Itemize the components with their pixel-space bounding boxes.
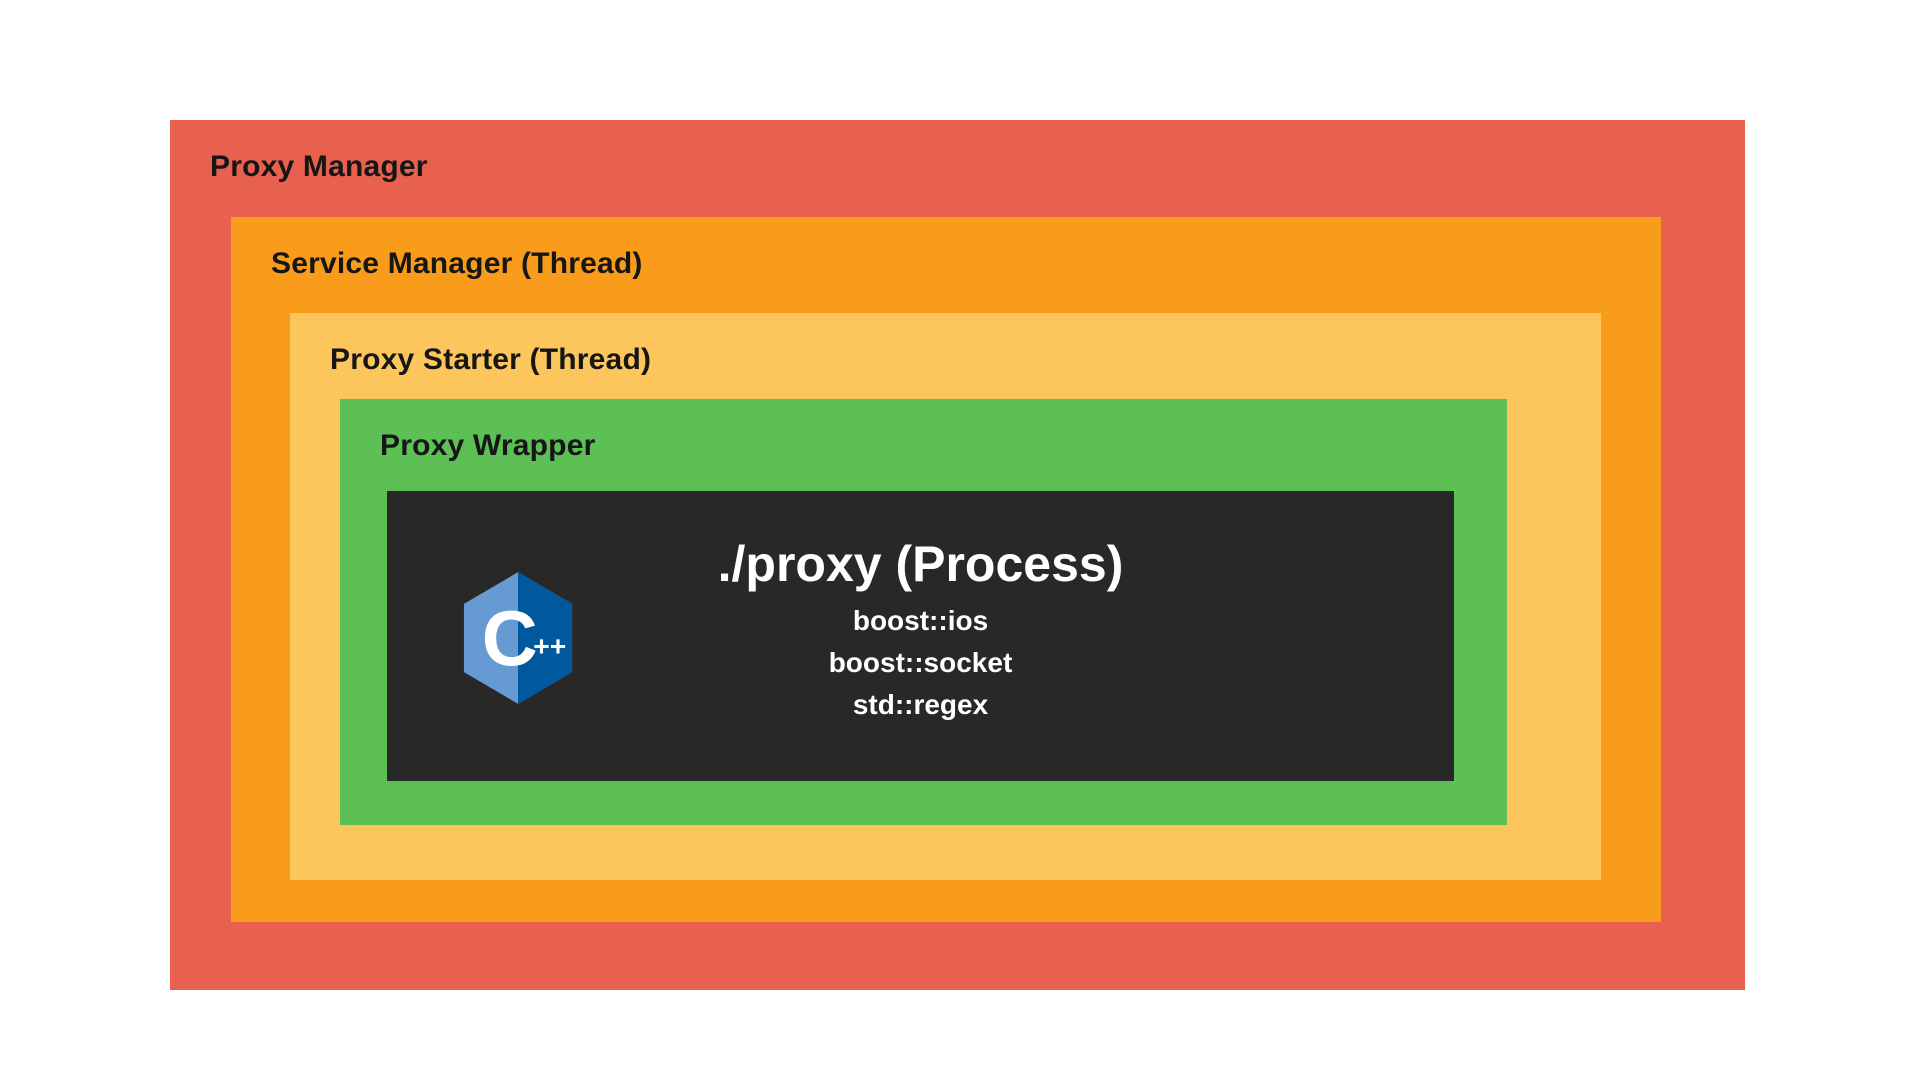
process-box: C ++ ./proxy (Process) boost::ios boost:…: [387, 491, 1454, 781]
layer-service-manager-label: Service Manager (Thread): [271, 247, 643, 280]
cpp-logo-icon: C ++: [463, 572, 573, 704]
layer-service-manager: Service Manager (Thread) Proxy Starter (…: [231, 217, 1661, 922]
layer-proxy-manager-label: Proxy Manager: [210, 150, 428, 183]
layer-proxy-manager: Proxy Manager Service Manager (Thread) P…: [170, 120, 1745, 990]
library-item: std::regex: [852, 689, 989, 720]
process-libraries: boost::ios boost::socket std::regex: [387, 600, 1454, 726]
svg-text:++: ++: [533, 630, 566, 662]
layer-proxy-starter-label: Proxy Starter (Thread): [330, 343, 652, 376]
library-item: boost::ios: [852, 605, 989, 636]
library-item: boost::socket: [828, 647, 1013, 678]
layer-proxy-wrapper: Proxy Wrapper C ++ ./proxy (Process): [340, 399, 1507, 825]
process-content: C ++ ./proxy (Process) boost::ios boost:…: [387, 491, 1454, 781]
layer-proxy-wrapper-label: Proxy Wrapper: [380, 429, 596, 462]
layer-proxy-starter: Proxy Starter (Thread) Proxy Wrapper C +…: [290, 313, 1601, 880]
svg-text:C: C: [482, 596, 538, 682]
process-title: ./proxy (Process): [717, 536, 1124, 592]
